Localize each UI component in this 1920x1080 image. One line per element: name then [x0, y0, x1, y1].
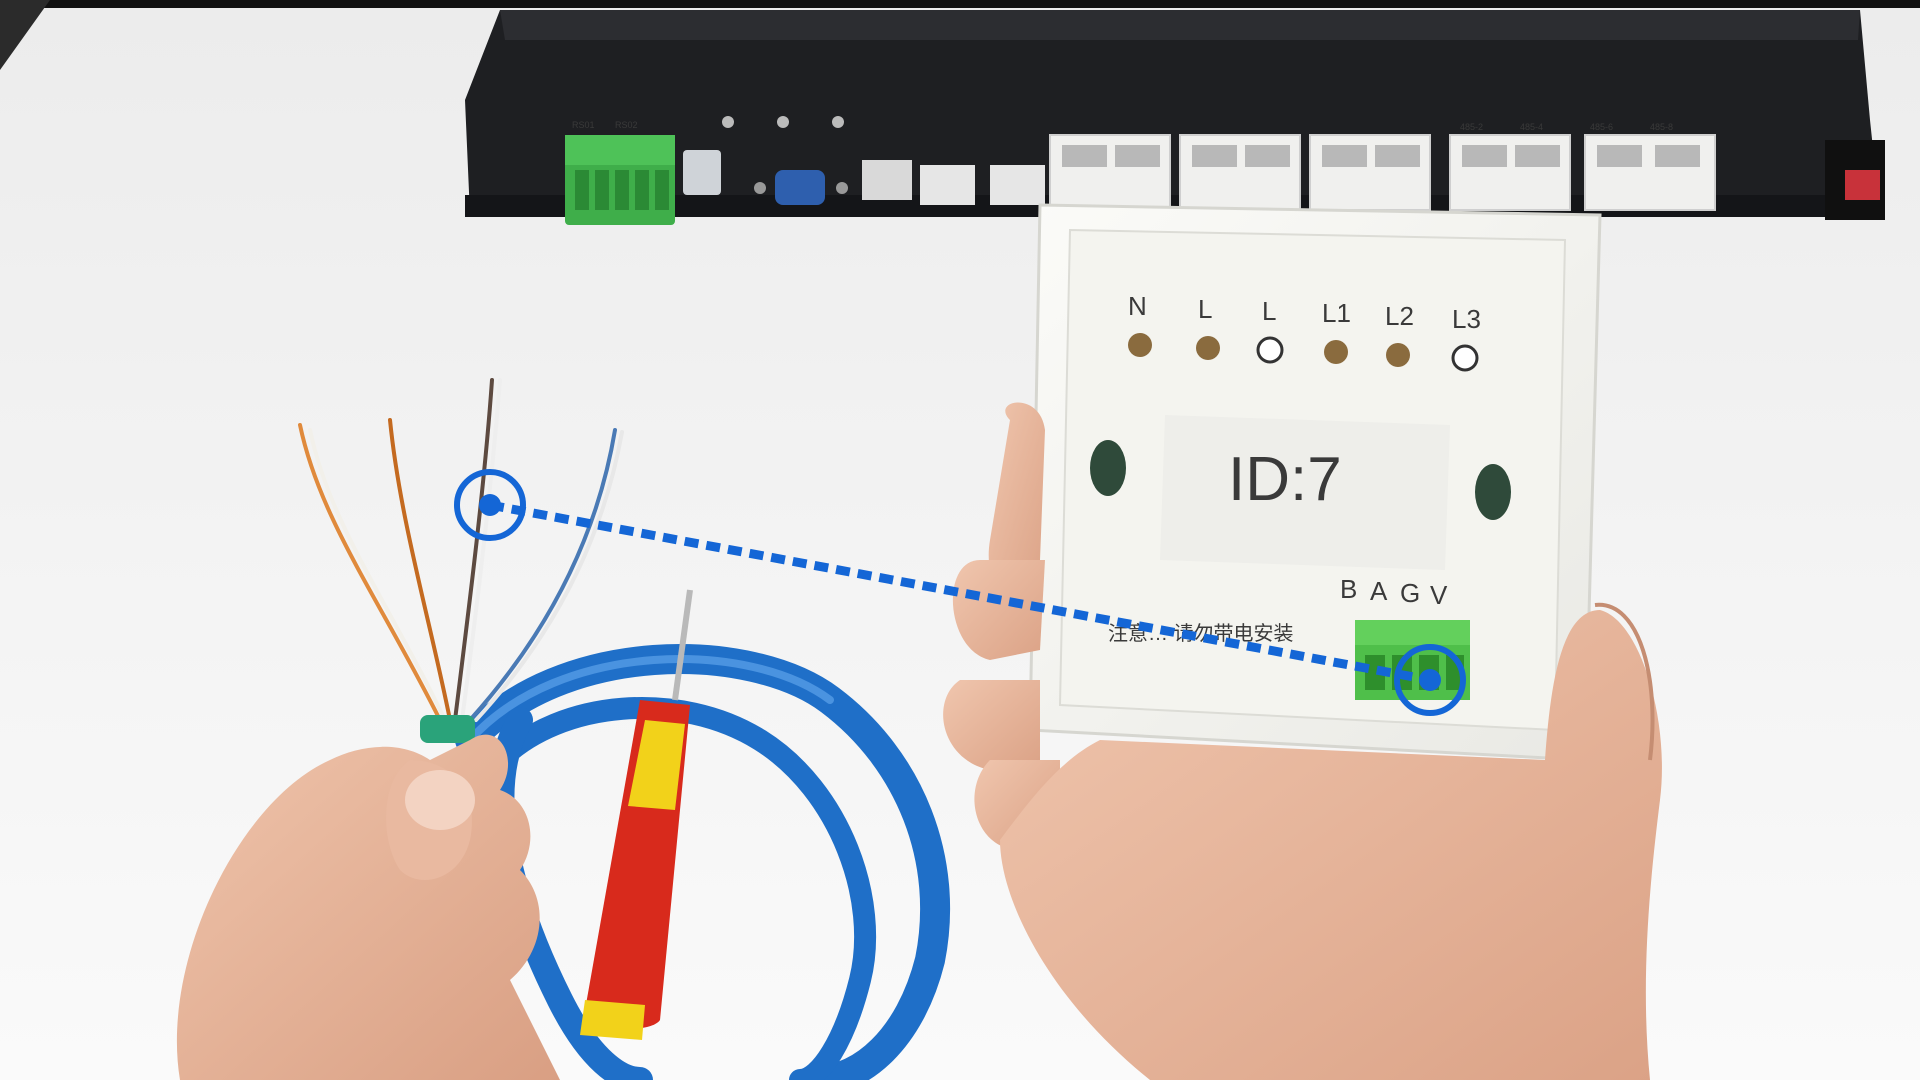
power-terminals [1128, 333, 1479, 372]
terminal-label-l3: L3 [1452, 304, 1481, 334]
mount-slot [1475, 464, 1511, 520]
reset-switch [683, 150, 721, 195]
right-hand [943, 402, 1662, 1080]
bus-label-g: G [1400, 578, 1420, 608]
bus-label-b: B [1340, 574, 1357, 604]
corner-shadow [0, 0, 50, 70]
thumbnail [405, 770, 475, 830]
ethernet-port [990, 165, 1045, 205]
port-label: 485-4 [1520, 122, 1543, 132]
screw-icon [754, 182, 766, 194]
terminal-label-n: N [1128, 291, 1147, 321]
controller-green-terminal: RS01 RS02 [565, 120, 675, 225]
bus-label-a: A [1370, 576, 1388, 606]
safety-notice: 注意… 请勿带电安装 [1108, 622, 1294, 645]
terminal-label-l2: L2 [1385, 301, 1414, 331]
power-switch-rocker [1845, 170, 1880, 200]
terminal-label-l1: L1 [1322, 298, 1351, 328]
device-id-label: ID:7 [1228, 445, 1342, 514]
dashed-connection-line [489, 500, 1431, 685]
wire-marker-start [454, 469, 526, 541]
connection-overlay [454, 469, 1466, 716]
ethernet-port [920, 165, 975, 205]
terminal-label-l: L [1262, 296, 1276, 326]
port-label: 485-2 [1460, 122, 1483, 132]
vga-port [775, 170, 825, 205]
port-label: 485-6 [1590, 122, 1613, 132]
usb-port [862, 160, 912, 200]
indicator-led [722, 116, 734, 128]
screwdriver [580, 589, 693, 1040]
bus-label-v: V [1430, 580, 1448, 610]
switch-panel: N L L L1 L2 L3 ID:7 B A G V 注意… 请勿带电安装 [1028, 203, 1602, 762]
screw-icon [836, 182, 848, 194]
controller-device: RS01 RS02 485-6 [465, 10, 1885, 225]
terminal-label: RS02 [615, 120, 638, 130]
indicator-led [832, 116, 844, 128]
wire-tie [420, 715, 475, 743]
exposed-wires [298, 378, 624, 722]
terminal-label-l: L [1198, 294, 1212, 324]
bus-terminal-block [1355, 620, 1470, 700]
terminal-marker-end [1394, 644, 1466, 716]
indicator-led [777, 116, 789, 128]
top-edge [0, 0, 1920, 8]
mount-slot [1090, 440, 1126, 496]
left-hand [176, 734, 560, 1080]
terminal-label: RS01 [572, 120, 595, 130]
port-label: 485-8 [1650, 122, 1673, 132]
